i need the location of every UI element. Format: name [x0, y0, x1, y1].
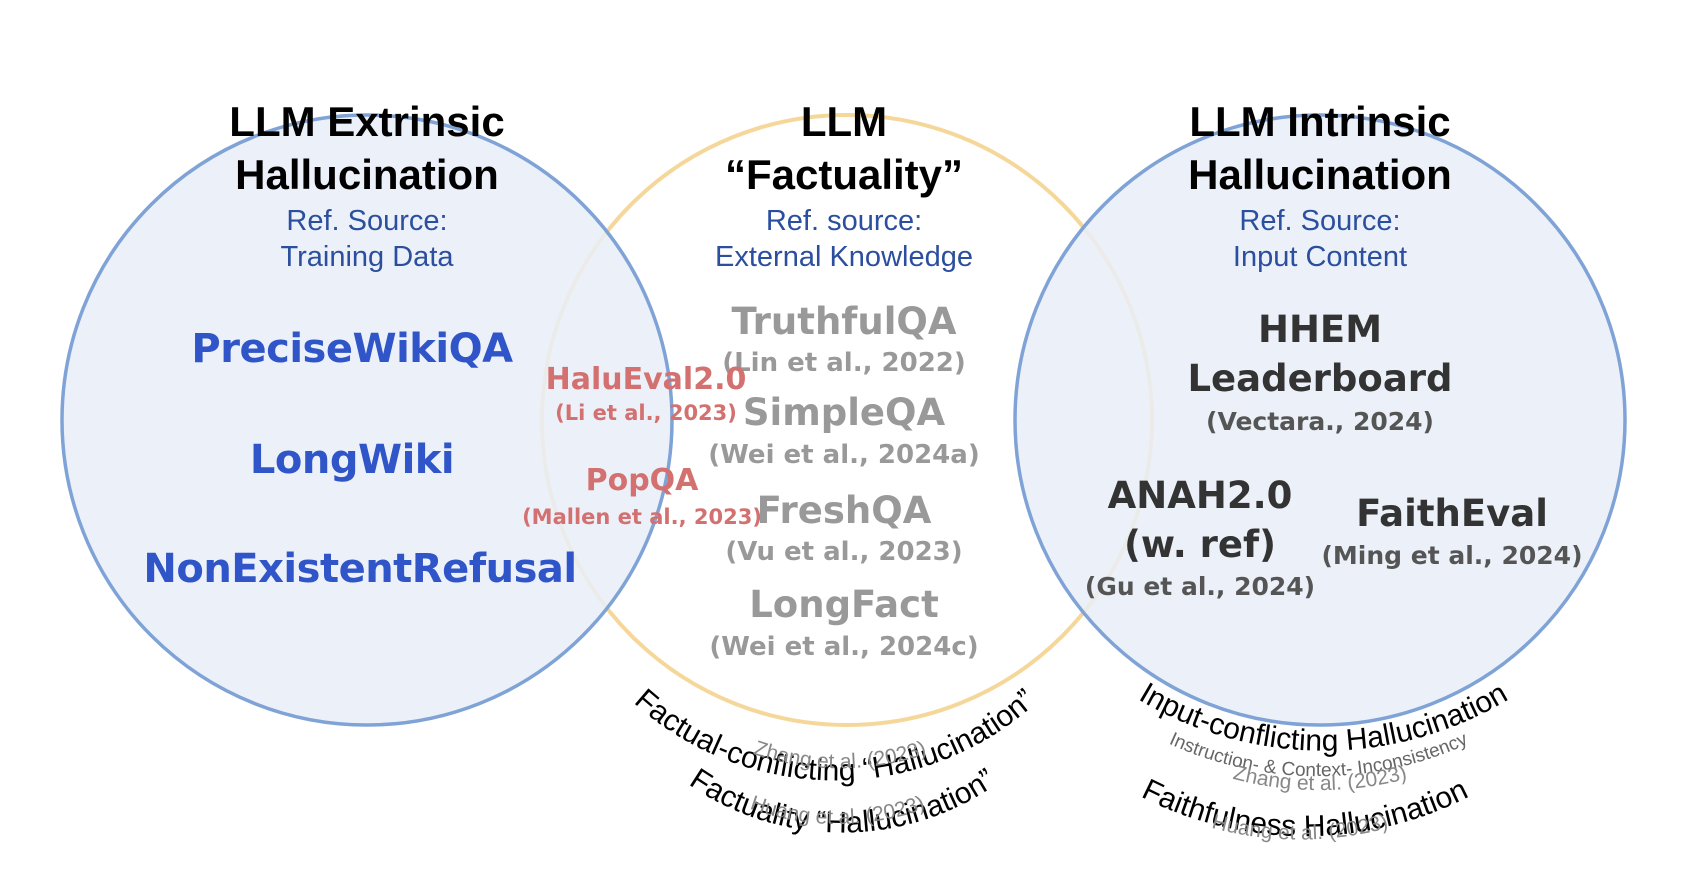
benchmark-simpleqa: SimpleQA [742, 391, 946, 434]
factuality-title-line1: LLM [800, 98, 888, 145]
hhem-line2: Leaderboard [1187, 357, 1453, 400]
extrinsic-title-line2: Hallucination [235, 151, 499, 198]
intrinsic-ref-line2: Input Content [1232, 241, 1408, 273]
intrinsic-title-line2: Hallucination [1188, 151, 1452, 198]
factuality-ref-line1: Ref. source: [765, 205, 923, 237]
benchmark-longfact: LongFact [749, 583, 939, 626]
overlap-halueval2-cite: (Li et al., 2023) [555, 401, 737, 425]
benchmark-simpleqa-cite: (Wei et al., 2024a) [708, 440, 980, 470]
extrinsic-title-line1: LLM Extrinsic [229, 98, 505, 145]
extrinsic-ref-line1: Ref. Source: [286, 205, 448, 237]
hhem-line1: HHEM [1257, 308, 1383, 351]
intrinsic-ref-line1: Ref. Source: [1239, 205, 1401, 237]
extrinsic-item-nonexistentrefusal: NonExistentRefusal [143, 546, 577, 592]
overlap-halueval2: HaluEval2.0 [545, 362, 747, 397]
intrinsic-title-line1: LLM Intrinsic [1189, 98, 1451, 145]
extrinsic-circle [60, 113, 674, 727]
intrinsic-circle [1013, 113, 1627, 727]
benchmark-freshqa: FreshQA [756, 489, 932, 532]
anah-line1: ANAH2.0 [1107, 474, 1293, 517]
extrinsic-item-longwiki: LongWiki [249, 437, 455, 483]
benchmark-longfact-cite: (Wei et al., 2024c) [709, 632, 979, 662]
anah-line2: (w. ref) [1123, 523, 1277, 566]
benchmark-truthfulqa: TruthfulQA [731, 300, 957, 343]
factuality-title-line2: “Factuality” [724, 151, 964, 198]
benchmark-freshqa-cite: (Vu et al., 2023) [725, 537, 963, 567]
overlap-popqa-cite: (Mallen et al., 2023) [522, 505, 762, 529]
anah-cite: (Gu et al., 2024) [1084, 572, 1316, 601]
faitheval-cite: (Ming et al., 2024) [1321, 541, 1583, 570]
hhem-cite: (Vectara., 2024) [1206, 407, 1434, 436]
extrinsic-ref-line2: Training Data [280, 241, 454, 273]
benchmark-truthfulqa-cite: (Lin et al., 2022) [722, 348, 966, 378]
overlap-popqa: PopQA [585, 463, 699, 498]
extrinsic-item-precisewikiqa: PreciseWikiQA [191, 326, 513, 372]
faitheval-name: FaithEval [1356, 492, 1548, 535]
factuality-ref-line2: External Knowledge [715, 241, 973, 273]
